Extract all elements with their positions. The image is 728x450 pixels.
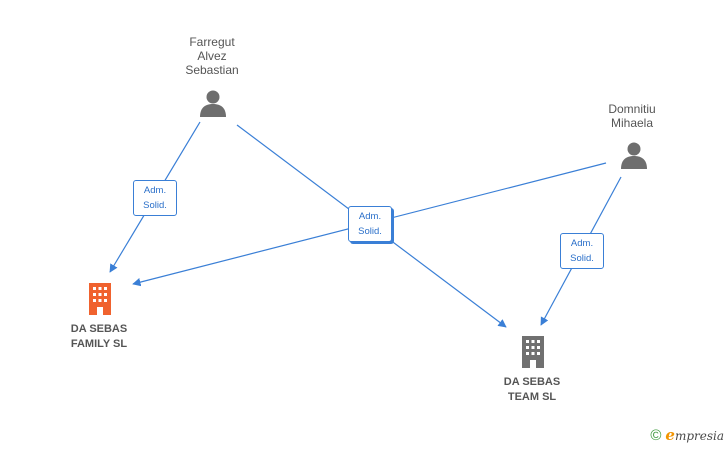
brand-initial: e [665, 426, 675, 444]
company-name-team[interactable]: DA SEBAS TEAM SL [504, 375, 560, 405]
building-icon[interactable] [519, 335, 547, 369]
building-icon[interactable] [86, 282, 114, 316]
relation-badge-farregut-family[interactable]: Adm. Solid. [133, 180, 177, 216]
person-name-line: Farregut [189, 35, 235, 49]
person-name-line: Sebastian [185, 63, 239, 77]
person-name-line: Mihaela [610, 116, 654, 130]
person-name-line: Domnitiu [608, 102, 656, 116]
relation-label-line: Adm. [570, 238, 594, 249]
relation-label-line: Solid. [143, 200, 167, 211]
person-name-domnitiu[interactable]: Domnitiu Mihaela [608, 102, 655, 130]
copyright-icon: © [650, 426, 662, 444]
brand-rest: mpresia [674, 429, 724, 443]
company-name-line: TEAM SL [507, 391, 557, 403]
person-icon[interactable] [619, 140, 649, 170]
empresia-watermark: © empresia [650, 426, 724, 444]
company-name-family[interactable]: DA SEBAS FAMILY SL [71, 322, 127, 352]
relation-label-line: Solid. [358, 226, 382, 237]
person-name-line: Alvez [197, 49, 227, 63]
relation-label-line: Adm. [358, 211, 382, 222]
company-name-line: DA SEBAS [70, 323, 128, 335]
relation-label-line: Adm. [143, 185, 167, 196]
brand-logo: empresia [665, 426, 724, 444]
person-icon[interactable] [198, 88, 228, 118]
relation-badge-farregut-team[interactable]: Adm. Solid. [348, 206, 392, 242]
company-name-line: DA SEBAS [503, 376, 561, 388]
person-name-farregut[interactable]: Farregut Alvez Sebastian [185, 35, 238, 77]
company-name-line: FAMILY SL [70, 338, 128, 350]
relation-label-line: Solid. [570, 253, 594, 264]
relation-badge-domnitiu-team[interactable]: Adm. Solid. [560, 233, 604, 269]
